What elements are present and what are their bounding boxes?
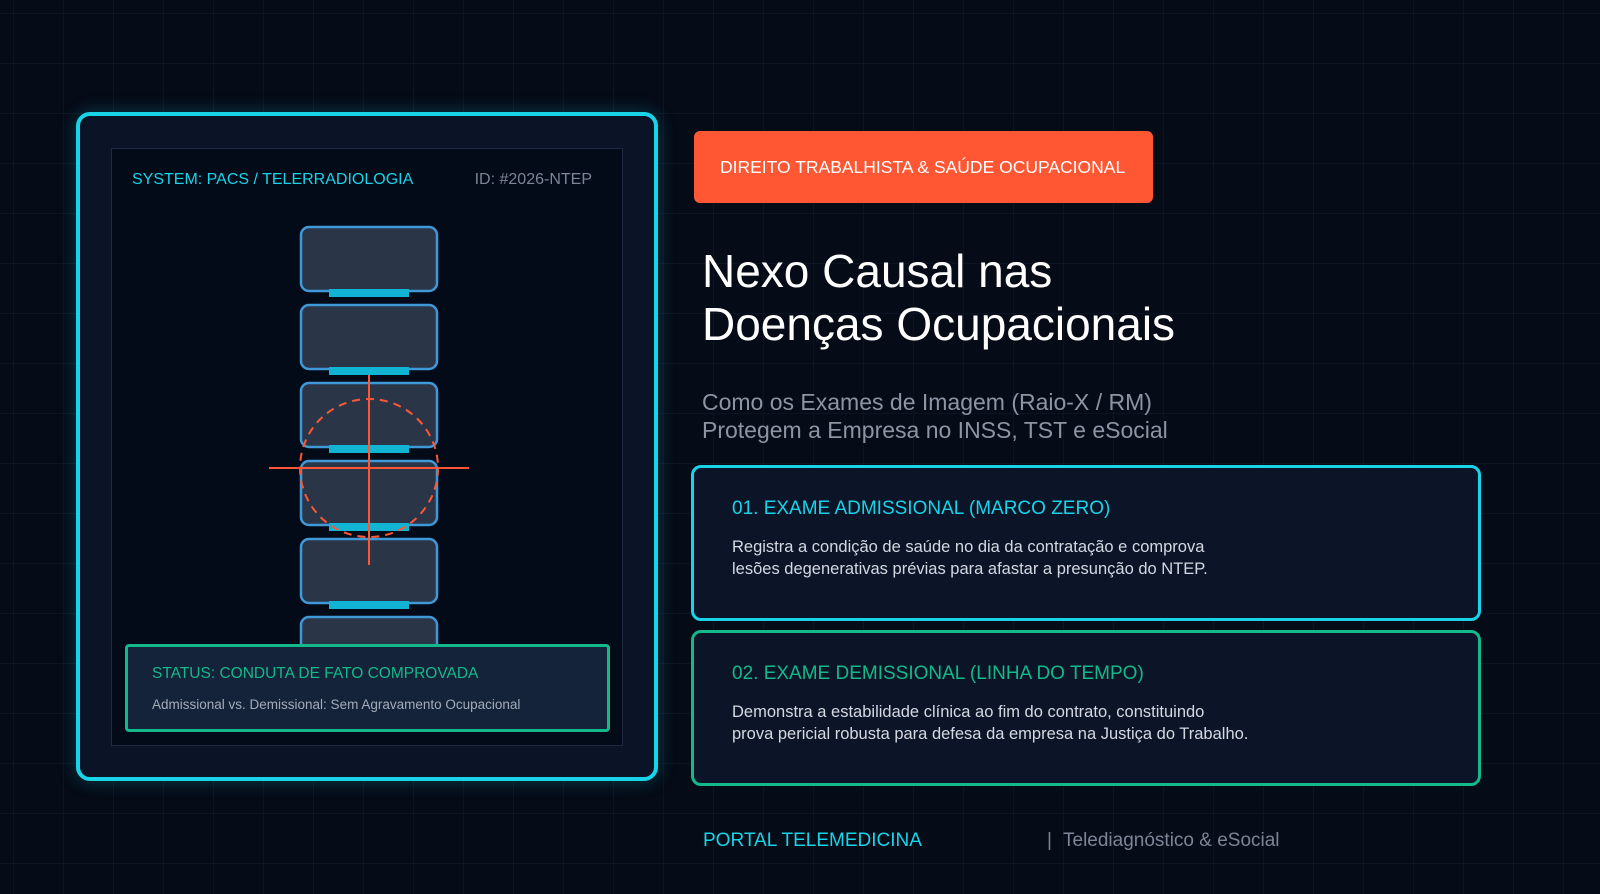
vertebra-icon: [299, 303, 439, 371]
subtitle-line: Protegem a Empresa no INSS, TST e eSocia…: [702, 417, 1168, 443]
footer-subtitle: Telediagnóstico & eSocial: [1063, 830, 1280, 851]
card-demissional: 02. EXAME DEMISSIONAL (LINHA DO TEMPO) D…: [691, 630, 1481, 786]
disc: [329, 367, 409, 375]
card-text: Registra a condição de saúde no dia da c…: [732, 536, 1332, 580]
subtitle: Como os Exames de Imagem (Raio-X / RM) P…: [702, 388, 1322, 444]
vertebra-icon: [299, 225, 439, 293]
card-admissional: 01. EXAME ADMISSIONAL (MARCO ZERO) Regis…: [691, 465, 1481, 621]
exam-id: ID: #2026-NTEP: [474, 171, 592, 188]
subtitle-line: Como os Exames de Imagem (Raio-X / RM): [702, 389, 1152, 415]
footer-brand: PORTAL TELEMEDICINA: [703, 830, 922, 851]
card-title: 02. EXAME DEMISSIONAL (LINHA DO TEMPO): [732, 663, 1144, 684]
status-panel: STATUS: CONDUTA DE FATO COMPROVADA Admis…: [125, 644, 610, 732]
disc: [329, 601, 409, 609]
footer-separator: |: [1047, 830, 1052, 851]
card-title: 01. EXAME ADMISSIONAL (MARCO ZERO): [732, 498, 1111, 519]
title-line: Nexo Causal nas: [702, 245, 1053, 297]
title-line: Doenças Ocupacionais: [702, 298, 1176, 350]
spine-image: [269, 225, 469, 683]
card-text: Demonstra a estabilidade clínica ao fim …: [732, 701, 1332, 745]
status-description: Admissional vs. Demissional: Sem Agravam…: [152, 697, 521, 712]
card-text-line: lesões degenerativas prévias para afasta…: [732, 560, 1208, 578]
card-text-line: Demonstra a estabilidade clínica ao fim …: [732, 703, 1205, 721]
system-label: SYSTEM: PACS / TELERRADIOLOGIA: [132, 171, 414, 188]
card-text-line: Registra a condição de saúde no dia da c…: [732, 538, 1205, 556]
crosshair-target-icon: [269, 375, 469, 565]
card-text-line: prova pericial robusta para defesa da em…: [732, 725, 1249, 743]
status-title: STATUS: CONDUTA DE FATO COMPROVADA: [152, 665, 479, 682]
disc: [329, 289, 409, 297]
page-title: Nexo Causal nas Doenças Ocupacionais: [702, 245, 1322, 351]
category-tag: DIREITO TRABALHISTA & SAÚDE OCUPACIONAL: [694, 131, 1153, 203]
